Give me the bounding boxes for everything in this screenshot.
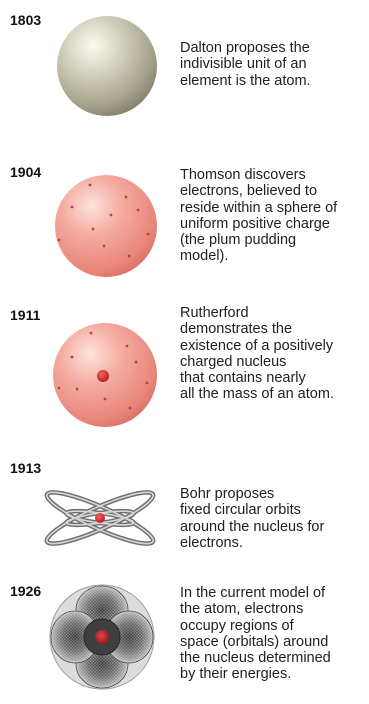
description-1913: Bohr proposes fixed circular orbits arou… [180, 486, 366, 551]
description-1904-line-5: (the plum pudding [180, 232, 366, 248]
electron-dot [89, 184, 92, 187]
nucleus-sphere-icon [50, 320, 160, 430]
description-1904: Thomson discovers electrons, believed to… [180, 167, 366, 265]
electron-dot [128, 255, 131, 258]
electron-dot [146, 382, 149, 385]
description-1913-line-4: electrons. [180, 535, 366, 551]
description-1911-line-5: that contains nearly [180, 370, 366, 386]
year-1803: 1803 [10, 12, 41, 28]
description-1913-line-3: around the nucleus for [180, 519, 366, 535]
description-1803-line-1: Dalton proposes the [180, 40, 366, 56]
description-1913-line-1: Bohr proposes [180, 486, 366, 502]
electron-dot [125, 196, 128, 199]
orbital-cloud-icon [47, 582, 157, 692]
description-1904-line-4: uniform positive charge [180, 216, 366, 232]
plum-pudding-sphere-icon [52, 172, 160, 280]
electron-dot [137, 209, 140, 212]
description-1904-line-2: electrons, believed to [180, 183, 366, 199]
electron-dot [129, 407, 132, 410]
electron-dot [58, 239, 61, 242]
electron-dot [126, 345, 129, 348]
dalton-sphere-icon [55, 14, 159, 118]
description-1926-line-4: space (orbitals) around [180, 634, 366, 650]
description-1911-line-2: demonstrates the [180, 321, 366, 337]
description-1926: In the current model of the atom, electr… [180, 585, 366, 683]
year-1913: 1913 [10, 460, 41, 476]
nucleus [95, 513, 105, 523]
description-1926-line-3: occupy regions of [180, 618, 366, 634]
description-1926-line-1: In the current model of [180, 585, 366, 601]
positive-charge-sphere [55, 175, 157, 277]
nucleus [97, 370, 109, 382]
description-1911-line-6: all the mass of an atom. [180, 386, 366, 402]
description-1803-line-2: indivisible unit of an [180, 56, 366, 72]
electron-dot [135, 361, 138, 364]
electron-dot [103, 245, 106, 248]
electron-dot [92, 228, 95, 231]
description-1911-line-1: Rutherford [180, 305, 366, 321]
year-1926: 1926 [10, 583, 41, 599]
description-1926-line-2: the atom, electrons [180, 601, 366, 617]
nucleus [95, 630, 109, 644]
year-1911: 1911 [10, 307, 40, 323]
description-1803-line-3: element is the atom. [180, 73, 366, 89]
circular-orbits-icon [38, 478, 162, 558]
electron-dot [90, 332, 93, 335]
description-1803: Dalton proposes the indivisible unit of … [180, 40, 366, 89]
description-1904-line-3: reside within a sphere of [180, 200, 366, 216]
year-1904: 1904 [10, 164, 41, 180]
description-1904-line-6: model). [180, 248, 366, 264]
description-1911: Rutherford demonstrates the existence of… [180, 305, 366, 403]
electron-dot [104, 398, 107, 401]
electron-dot [58, 387, 61, 390]
description-1913-line-2: fixed circular orbits [180, 502, 366, 518]
description-1926-line-5: the nucleus determined [180, 650, 366, 666]
electron-dot [71, 356, 74, 359]
electron-dot [147, 233, 150, 236]
description-1926-line-6: by their energies. [180, 666, 366, 682]
dalton-solid-sphere [57, 16, 157, 116]
description-1911-line-4: charged nucleus [180, 354, 366, 370]
description-1911-line-3: existence of a positively [180, 338, 366, 354]
electron-dot [76, 388, 79, 391]
electron-dot [71, 206, 74, 209]
electron-dot [110, 214, 113, 217]
description-1904-line-1: Thomson discovers [180, 167, 366, 183]
